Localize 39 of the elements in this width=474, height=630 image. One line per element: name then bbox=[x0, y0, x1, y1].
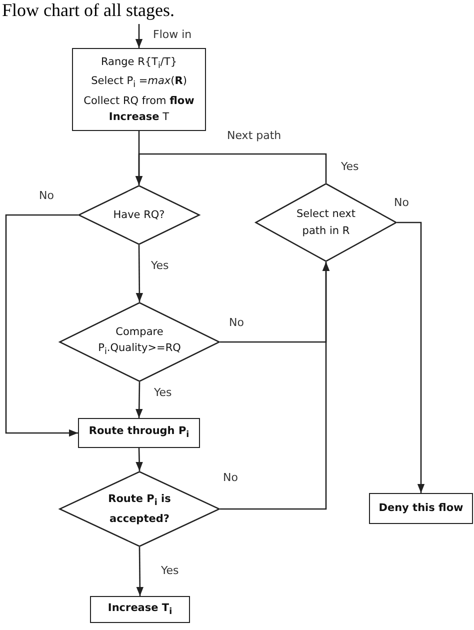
node-text: Collect RQ from flow bbox=[84, 94, 194, 109]
arrow bbox=[136, 245, 144, 302]
edge-label: Yes bbox=[340, 160, 360, 173]
node-text: Compare P$_{i}$.Quality>=RQ bbox=[97, 325, 182, 360]
decision-diamond bbox=[59, 471, 220, 547]
edge-label: Yes bbox=[153, 386, 173, 399]
decision-diamond bbox=[59, 302, 220, 382]
arrow bbox=[5, 214, 78, 437]
arrow bbox=[397, 222, 425, 493]
decision-diamond bbox=[255, 183, 397, 262]
arrow bbox=[220, 262, 330, 510]
edge-label: No bbox=[228, 316, 245, 329]
arrow bbox=[136, 448, 143, 472]
process-box bbox=[72, 48, 206, 131]
process-box bbox=[78, 418, 200, 448]
node-text: Route through P$_{i}$ bbox=[88, 424, 190, 442]
node-text: Have RQ? bbox=[113, 208, 165, 223]
decision-diamond bbox=[78, 185, 200, 245]
node-text: Range R{T$_{i}$/T} bbox=[100, 54, 178, 73]
edge-label: Flow in bbox=[152, 28, 193, 41]
node-text: Select P$_{i}$ =max(R) bbox=[91, 74, 187, 92]
path-note: Next path bbox=[226, 129, 282, 142]
arrow bbox=[135, 153, 327, 185]
node-text: Increase T bbox=[108, 110, 170, 126]
title: Flow chart of all stages. bbox=[2, 0, 174, 21]
node-text: Select next path in R bbox=[296, 207, 356, 238]
edge-label: Yes bbox=[160, 564, 180, 577]
arrow bbox=[135, 382, 143, 418]
edge-label: No bbox=[393, 196, 410, 209]
node-text: Increase T$_{i}$ bbox=[108, 600, 172, 619]
node-text: Deny this flow bbox=[378, 501, 464, 516]
edge-label: Yes bbox=[150, 259, 170, 272]
arrow bbox=[135, 24, 143, 48]
edge-label: No bbox=[222, 471, 239, 484]
edge-label: No bbox=[38, 189, 55, 202]
process-box bbox=[90, 596, 190, 623]
node-text: Route P$_{i}$ is accepted? bbox=[107, 492, 172, 527]
process-box bbox=[369, 493, 473, 524]
arrow bbox=[136, 547, 144, 596]
